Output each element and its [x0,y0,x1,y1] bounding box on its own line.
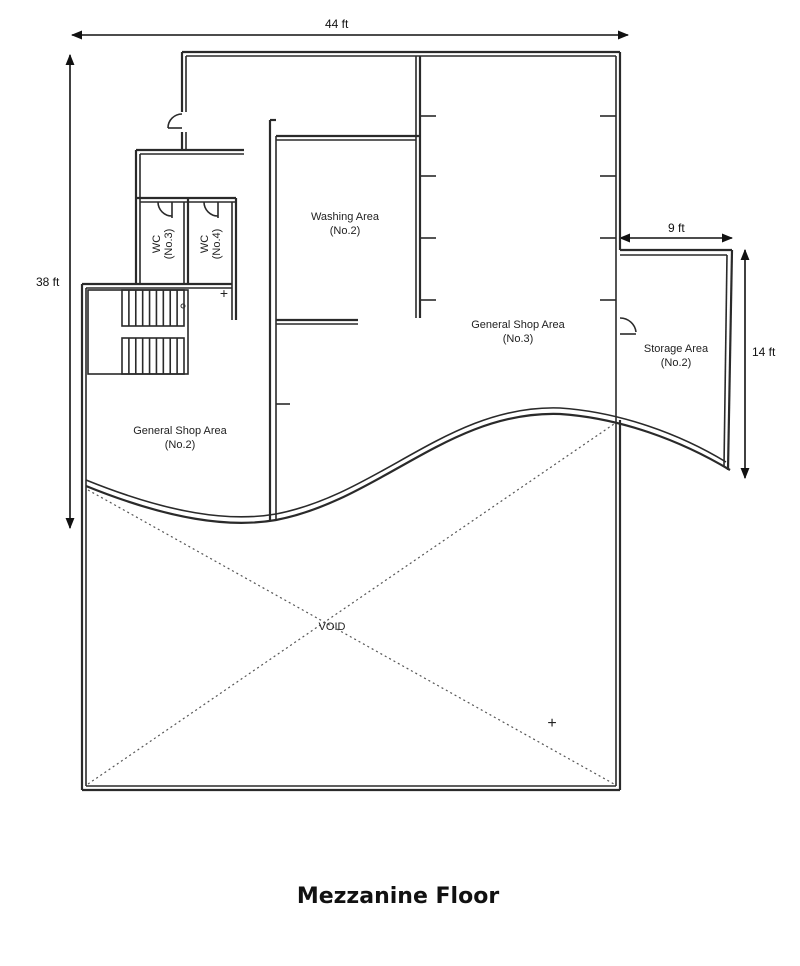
room-label-wc4: WC [199,235,211,253]
outer-walls [80,50,622,792]
mezzanine-edge-curve [85,407,731,524]
room-label-washing-area: Washing Area [311,211,380,223]
washing-area-walls [268,118,420,520]
room-label-void: VOID [319,621,346,633]
room-label-general-shop-3: General Shop Area [471,319,565,331]
dimension-label-storage-height: 14 ft [752,345,776,359]
room-label-wc4-number: (No.4) [211,229,223,260]
storage-area-walls [619,248,734,471]
dimension-label-width: 44 ft [325,17,349,31]
staircase [87,289,189,375]
room-label-general-shop-2: General Shop Area [133,425,227,437]
room-label-general-shop-2-number: (No.2) [165,439,196,451]
void-diagonals: + [87,423,615,785]
svg-text:+: + [220,285,228,301]
room-label-storage-area: Storage Area [644,343,709,355]
partition-wall [415,56,616,318]
room-label-wc3-number: (No.3) [163,229,175,260]
room-label-storage-area-number: (No.2) [661,357,692,369]
dimension-label-height: 38 ft [36,275,60,289]
room-label-wc3: WC [151,235,163,253]
dimension-label-storage-width: 9 ft [668,221,685,235]
room-label-general-shop-3-number: (No.3) [503,333,534,345]
wc-block: + [82,148,244,320]
room-label-washing-area-number: (No.2) [330,225,361,237]
svg-text:+: + [547,715,556,732]
plan-title: Mezzanine Floor [297,884,500,909]
